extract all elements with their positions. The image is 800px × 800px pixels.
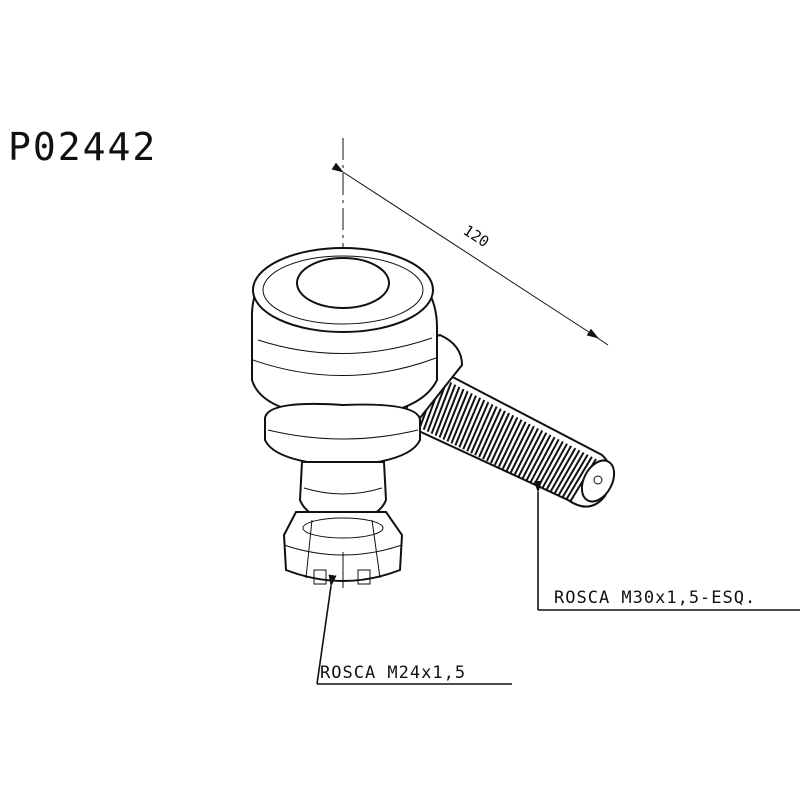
- castle-nut: [282, 511, 404, 588]
- dimension-value: 120: [460, 221, 493, 251]
- callout-shank-thread: ROSCA M24x1,5: [316, 574, 512, 685]
- callout-stud-thread: ROSCA M30x1,5-ESQ.: [534, 481, 800, 611]
- part-number: P02442: [8, 125, 157, 169]
- ball-joint-housing: [250, 247, 439, 468]
- callout-stud-thread-text: ROSCA M30x1,5-ESQ.: [554, 588, 756, 608]
- callout-shank-thread-text: ROSCA M24x1,5: [320, 663, 466, 683]
